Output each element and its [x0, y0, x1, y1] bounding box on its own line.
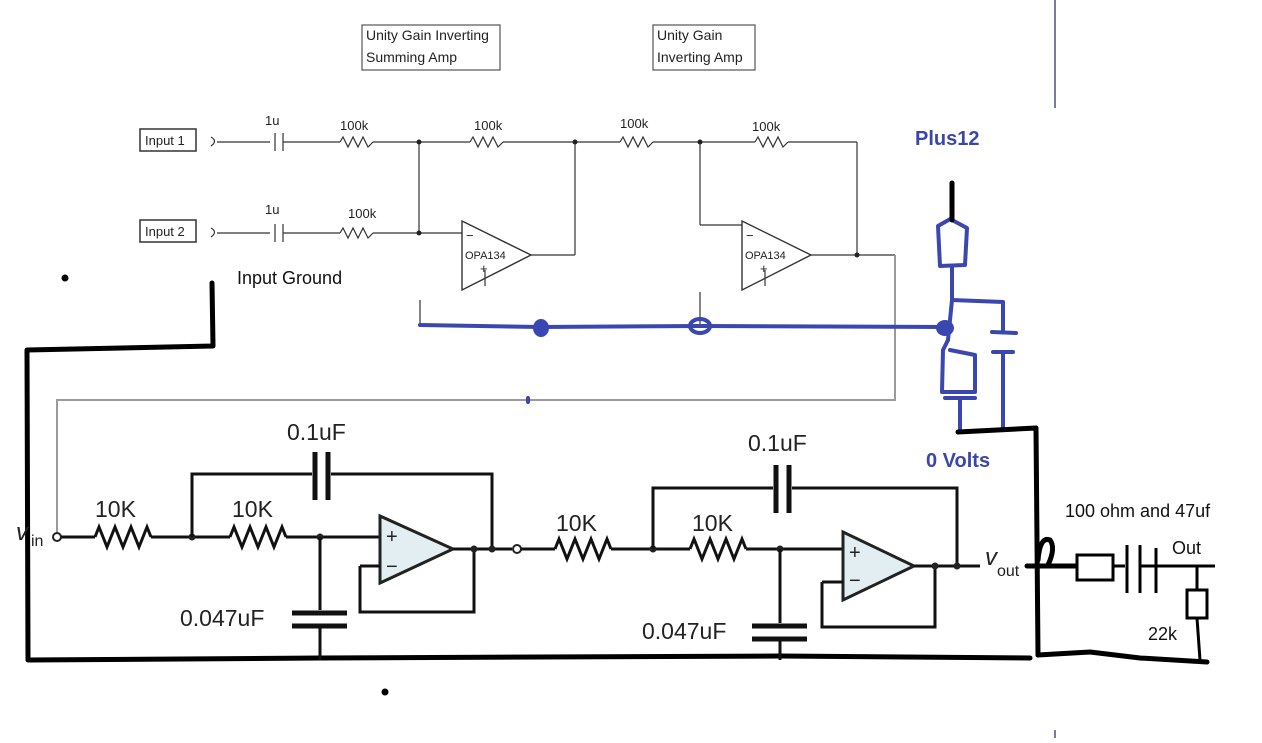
vout-label: v [985, 544, 999, 571]
opamp-1: − OPA134 + [461, 219, 533, 292]
filter-c2-label: 0.047uF [180, 605, 264, 631]
input-2-jack [210, 227, 216, 238]
input-2-path [217, 224, 462, 242]
filter-opamp-1-minus: − [386, 556, 398, 578]
stray-dot [381, 688, 389, 696]
solder-blob [533, 319, 549, 337]
inverting-amp-title-line2: Inverting Amp [657, 49, 743, 65]
opamp-2-plus: + [760, 261, 768, 276]
filter-opamp-2-plus: + [849, 542, 861, 564]
filter-stage-1: + − [61, 452, 522, 660]
input-ground-label: Input Ground [237, 268, 342, 288]
vin-label: v [16, 519, 30, 546]
filter-r3-label: 10K [556, 510, 598, 536]
inverting-amp-title-box: Unity Gain Inverting Amp [652, 24, 756, 71]
r-in1-label: 100k [340, 118, 369, 133]
signal-route-wire [56, 255, 896, 535]
filter-c4-label: 0.047uF [642, 618, 726, 644]
output-note-label: 100 ohm and 47uf [1065, 501, 1211, 521]
input-2-label: Input 2 [145, 224, 185, 239]
opamp-2: − OPA134 + [741, 219, 813, 292]
power-wiring [418, 216, 1018, 432]
zero-volts-label: 0 Volts [926, 450, 990, 472]
opamp-1-minus: − [466, 228, 474, 243]
junction-dot [697, 139, 703, 145]
filter-opamp-2-minus: − [849, 570, 861, 592]
filter-c1-label: 0.1uF [287, 419, 346, 445]
r-in2-label: 100k [348, 206, 377, 221]
opamp-1-plus: + [480, 261, 488, 276]
cap-1-label: 1u [265, 113, 279, 128]
vin-sub: in [31, 533, 43, 550]
summing-amp-title-line2: Summing Amp [366, 49, 457, 65]
input-1-path [217, 133, 857, 151]
output-out-label: Out [1172, 538, 1201, 558]
filter-opamp-1-plus: + [386, 526, 398, 548]
output-r-load-label: 22k [1148, 624, 1178, 644]
filter-r1-label: 10K [95, 496, 137, 522]
r-fb2-label: 100k [752, 119, 781, 134]
opamp-1-label: OPA134 [465, 250, 506, 262]
filter-c3-label: 0.1uF [748, 430, 807, 456]
r-fb1-label: 100k [474, 118, 503, 133]
vout-sub: out [997, 563, 1020, 580]
hand-ground-wire [24, 180, 1210, 665]
input-1-jack [210, 136, 216, 147]
summing-amp-title-line1: Unity Gain Inverting [366, 27, 489, 43]
output-stage [1024, 545, 1215, 661]
plus12-label: Plus12 [915, 128, 979, 150]
summing-amp-title-box: Unity Gain Inverting Summing Amp [361, 24, 501, 71]
opamp-2-label: OPA134 [745, 250, 786, 262]
junction-dot [854, 252, 860, 258]
stray-dot [61, 274, 69, 282]
junction-dot [572, 139, 578, 145]
filter-r4-label: 10K [692, 510, 734, 536]
solder-loop [688, 317, 712, 335]
filter-r2-label: 10K [232, 496, 274, 522]
cap-2-label: 1u [265, 202, 279, 217]
r-mid-label: 100k [620, 116, 649, 131]
opamp-2-minus: − [746, 228, 754, 243]
junction-dot [416, 230, 422, 236]
junction-dot [416, 139, 422, 145]
vout-terminal: v out [985, 544, 1020, 580]
inverting-amp-title-line1: Unity Gain [657, 27, 722, 43]
input-2-box: Input 2 [139, 219, 197, 243]
input-1-label: Input 1 [145, 133, 185, 148]
vin-terminal: v in [16, 519, 62, 550]
input-1-box: Input 1 [139, 128, 197, 152]
filter-stage-2: + − [521, 465, 980, 660]
